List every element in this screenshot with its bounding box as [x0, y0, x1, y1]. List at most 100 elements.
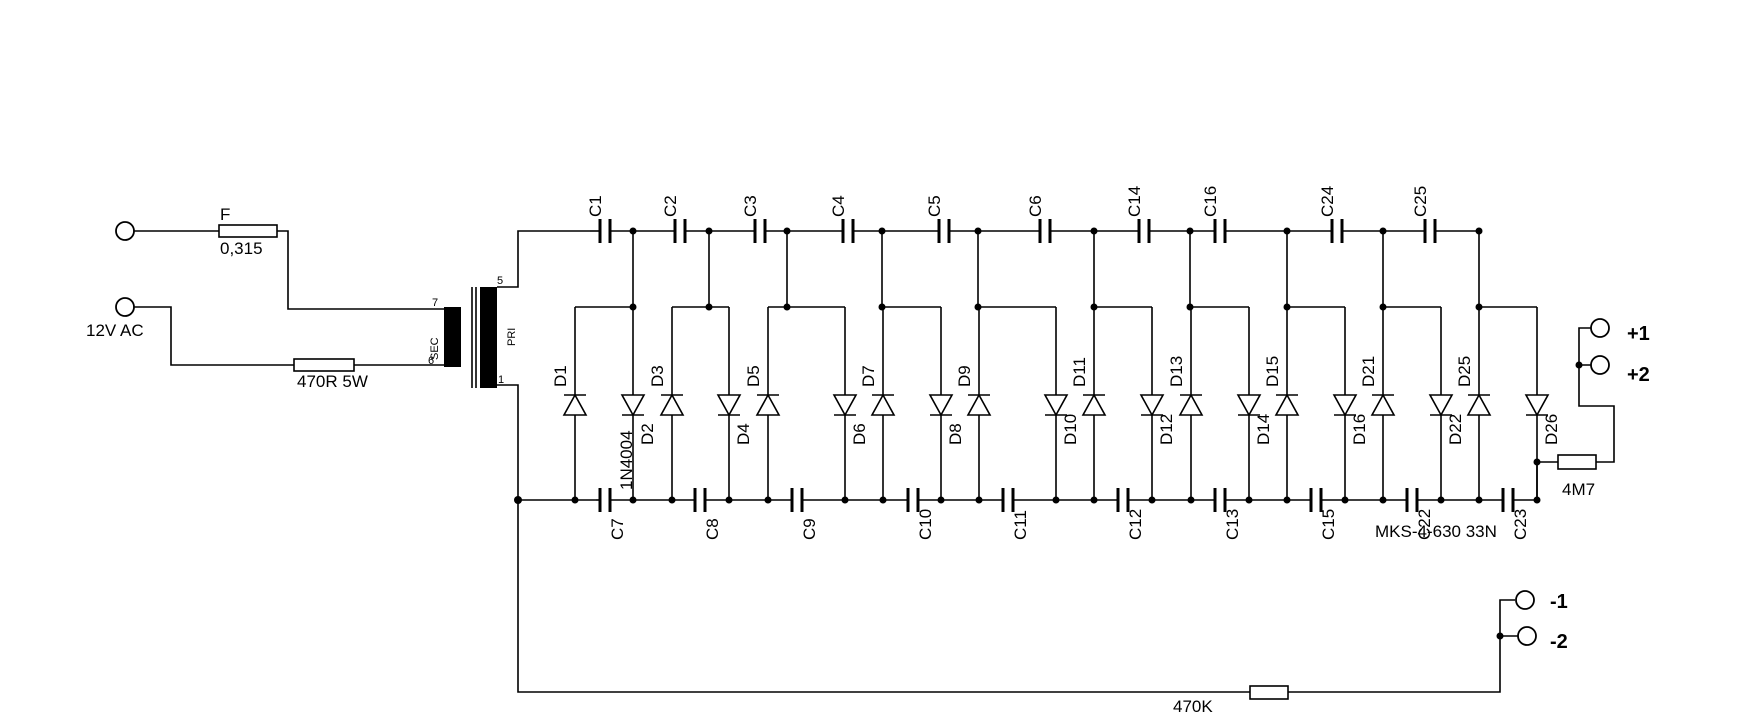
bottom-capacitor-label: C12 [1126, 509, 1145, 540]
diode-label: D7 [859, 365, 878, 387]
diode-label: D1 [551, 365, 570, 387]
ac-input-terminal-1[interactable] [115, 221, 135, 241]
negative-output-wire [1288, 599, 1515, 693]
top-capacitor-label: C25 [1411, 186, 1430, 217]
transformer-pin-6: 6 [428, 355, 434, 367]
diode-label: D4 [734, 423, 753, 445]
diode-label: D22 [1446, 414, 1465, 445]
terminal-neg-1-label: -1 [1550, 591, 1568, 613]
capacitor-type-label: MKS-4-630 33N [1375, 522, 1497, 541]
diode-D16-body [1332, 394, 1358, 417]
diode-D22-body [1428, 394, 1454, 417]
ac-voltage-label: 12V AC [86, 321, 144, 340]
primary-bottom-wire [497, 384, 519, 500]
diode-label: D8 [946, 423, 965, 445]
bottom-capacitor-label: C13 [1223, 509, 1242, 540]
input-wire-resistor [134, 306, 294, 366]
terminal-neg-2-label: -2 [1550, 631, 1568, 653]
top-capacitor-label: C6 [1026, 195, 1045, 217]
terminal-pos-2-label: +2 [1627, 364, 1650, 386]
diode-D13-body [1178, 393, 1204, 416]
diode-D2-body [620, 394, 646, 417]
diode-label: D12 [1157, 414, 1176, 445]
diode-D15-body [1274, 393, 1300, 416]
top-capacitor-label: C14 [1125, 186, 1144, 217]
output-resistor-positive-label: 4M7 [1562, 480, 1595, 499]
top-capacitor-label: C3 [741, 195, 760, 217]
return-wire [517, 500, 1250, 693]
diode-label: D13 [1167, 356, 1186, 387]
diode-label: D14 [1254, 414, 1273, 445]
diode-label: D5 [744, 365, 763, 387]
diode-label: D26 [1542, 414, 1561, 445]
diode-D12-body [1139, 394, 1165, 417]
terminal-pos-1[interactable] [1590, 318, 1610, 338]
transformer-sec-label: SEC [429, 337, 441, 360]
transformer-primary-winding [480, 287, 497, 388]
transformer-pin-5: 5 [497, 275, 503, 287]
primary-top-wire [497, 230, 590, 288]
fuse-value: 0,315 [220, 239, 263, 258]
fuse-to-transformer-wire [277, 230, 444, 310]
diode-label: D15 [1263, 356, 1282, 387]
top-capacitor-label: C4 [829, 195, 848, 217]
diode-D1-body [562, 393, 588, 416]
terminal-neg-1[interactable] [1515, 590, 1535, 610]
diode-label: D2 [638, 423, 657, 445]
diode-D25-body [1466, 393, 1492, 416]
diode-label: D11 [1070, 357, 1089, 387]
diode-D14-body [1236, 394, 1262, 417]
terminal-pos-1-label: +1 [1627, 323, 1650, 345]
ac-input-terminal-2[interactable] [115, 297, 135, 317]
diode-D6-body [832, 394, 858, 417]
positive-output-wire-2 [1578, 364, 1615, 463]
bottom-capacitor-label: C9 [800, 518, 819, 540]
output-resistor-positive [1557, 454, 1597, 470]
bottom-capacitor-label: C23 [1511, 509, 1530, 540]
bottom-node-junction [571, 496, 579, 504]
diode-D21-body [1370, 393, 1396, 416]
terminal-neg-2[interactable] [1517, 626, 1537, 646]
diode-D4-body [716, 394, 742, 417]
diode-D26-body [1524, 394, 1550, 417]
terminal-pos-2[interactable] [1590, 355, 1610, 375]
output-resistor-negative-label: 470K [1173, 697, 1213, 716]
diode-D10-body [1043, 394, 1069, 417]
transformer-secondary-winding [444, 307, 461, 367]
top-capacitor-label: C5 [925, 195, 944, 217]
diode-label: D6 [850, 423, 869, 445]
diode-D3-body [659, 393, 685, 416]
positive-output-wire-3 [1578, 327, 1592, 365]
top-capacitor-label: C2 [661, 195, 680, 217]
transformer-pin-7: 7 [432, 297, 438, 309]
bottom-capacitor-label: C8 [703, 518, 722, 540]
diode-label: D9 [955, 365, 974, 387]
diode-label: D25 [1455, 356, 1474, 387]
series-resistor [293, 358, 355, 372]
positive-output-junction [1575, 361, 1583, 369]
diode-label: D10 [1061, 414, 1080, 445]
transformer-pri-label: PRI [506, 328, 518, 346]
top-capacitor-label: C1 [586, 195, 605, 217]
diode-D8-body [928, 394, 954, 417]
diode-D11-body [1081, 393, 1107, 416]
fuse-label: F [220, 205, 230, 224]
diode-D7-body [870, 393, 896, 416]
top-capacitor-label: C24 [1318, 186, 1337, 217]
output-resistor-negative [1249, 685, 1289, 700]
bottom-capacitor-label: C11 [1011, 510, 1030, 540]
diode-D9-body [966, 393, 992, 416]
series-resistor-label: 470R 5W [297, 372, 368, 391]
diode-D5-body [755, 393, 781, 416]
transformer-pin-1: 1 [498, 374, 504, 386]
bottom-capacitor-label: C7 [608, 518, 627, 540]
bottom-capacitor-label: C10 [916, 509, 935, 540]
diode-type-label: 1N4004 [617, 430, 636, 490]
bottom-capacitor-label: C22 [1415, 509, 1434, 540]
diode-label: D21 [1359, 356, 1378, 387]
output-junction [1533, 458, 1541, 466]
diode-label: D3 [648, 365, 667, 387]
bottom-capacitor-label: C15 [1319, 509, 1338, 540]
